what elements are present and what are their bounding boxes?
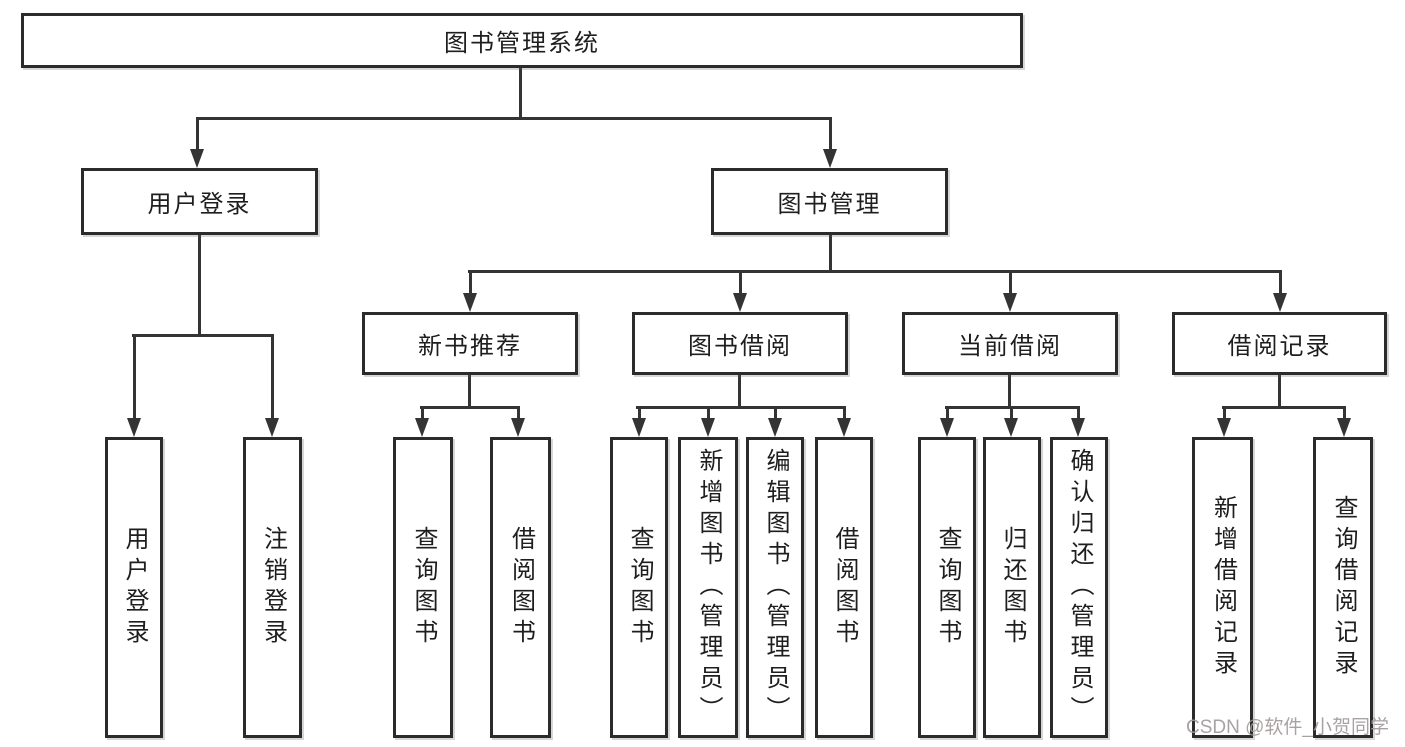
node-current-borrow-label: 当前借阅 — [958, 333, 1062, 360]
arrow-down-icon — [1337, 418, 1351, 437]
edge-to-leaf — [1010, 406, 1013, 420]
edge-to-leaf — [638, 406, 641, 420]
edge-new-book-recommend-stem — [468, 375, 471, 408]
edge-book-management-stem — [829, 235, 832, 272]
node-borrow-records: 借阅记录 — [1172, 312, 1387, 375]
node-root-label: 图书管理系统 — [444, 30, 600, 57]
leaf-user-login: 用户登录 — [105, 437, 163, 738]
arrow-down-icon — [265, 418, 279, 437]
edge-to-leaf — [1343, 406, 1346, 420]
arrow-down-icon — [463, 293, 477, 312]
node-new-book-recommend-label: 新书推荐 — [418, 333, 522, 360]
edge-to-book-management — [829, 117, 832, 149]
arrow-down-icon — [511, 418, 525, 437]
node-current-borrow: 当前借阅 — [902, 312, 1118, 375]
edge-user-login-connector — [132, 334, 273, 337]
arrow-down-icon — [837, 418, 851, 437]
leaf-bb-edit-books-admin-label: 编辑图书（管理员） — [762, 448, 789, 727]
leaf-cb-query-books-label: 查询图书 — [934, 525, 961, 650]
leaf-cb-query-books: 查询图书 — [918, 437, 976, 738]
node-root: 图书管理系统 — [21, 13, 1023, 68]
leaf-bb-edit-books-admin: 编辑图书（管理员） — [746, 437, 804, 738]
edge-br-connector — [1222, 406, 1346, 409]
leaf-bb-query-books: 查询图书 — [610, 437, 668, 738]
leaf-cb-return-books-label: 归还图书 — [999, 525, 1026, 650]
node-book-borrow: 图书借阅 — [632, 312, 848, 375]
leaf-nbr-query-books: 查询图书 — [393, 437, 453, 738]
arrow-down-icon — [1004, 418, 1018, 437]
edge-to-leaf — [707, 406, 710, 420]
leaf-br-query-borrow-record: 查询借阅记录 — [1313, 437, 1373, 738]
edge-to-book-borrow — [739, 270, 742, 294]
leaf-nbr-borrow-books-label: 借阅图书 — [507, 525, 535, 650]
arrow-down-icon — [632, 418, 646, 437]
edge-to-new-book-recommend — [469, 270, 472, 294]
node-book-management: 图书管理 — [711, 168, 948, 235]
leaf-bb-query-books-label: 查询图书 — [626, 525, 653, 650]
edge-to-user-login — [196, 117, 199, 149]
edge-user-login-stem — [198, 235, 201, 335]
leaf-logout-login: 注销登录 — [243, 437, 302, 738]
node-new-book-recommend: 新书推荐 — [362, 312, 578, 375]
edge-to-current-borrow — [1009, 270, 1012, 294]
edge-current-borrow-stem — [1008, 375, 1011, 408]
arrow-down-icon — [823, 149, 837, 168]
node-book-management-label: 图书管理 — [777, 191, 882, 218]
edge-borrow-records-stem — [1278, 375, 1281, 408]
leaf-br-add-borrow-record: 新增借阅记录 — [1192, 437, 1253, 738]
node-user-login: 用户登录 — [81, 168, 318, 235]
edge-level2-connector — [196, 117, 832, 120]
edge-to-leaf — [1077, 406, 1080, 420]
edge-to-borrow-records — [1279, 270, 1282, 294]
edge-to-leaf — [421, 406, 424, 420]
edge-to-leaf — [517, 406, 520, 420]
arrow-down-icon — [1217, 418, 1231, 437]
leaf-nbr-query-books-label: 查询图书 — [410, 525, 437, 650]
arrow-down-icon — [940, 418, 954, 437]
arrow-down-icon — [415, 418, 429, 437]
node-book-borrow-label: 图书借阅 — [688, 333, 792, 360]
arrow-down-icon — [1071, 418, 1085, 437]
arrow-down-icon — [1273, 293, 1287, 312]
edge-to-leaf-user-login — [133, 334, 136, 419]
edge-to-leaf — [946, 406, 949, 420]
edge-level3-connector — [468, 270, 1281, 273]
leaf-bb-borrow-books-label: 借阅图书 — [831, 525, 858, 650]
node-user-login-label: 用户登录 — [147, 191, 252, 218]
arrow-down-icon — [768, 418, 782, 437]
edge-to-leaf — [774, 406, 777, 420]
arrow-down-icon — [1003, 293, 1017, 312]
arrow-down-icon — [733, 293, 747, 312]
edge-book-borrow-stem — [738, 375, 741, 408]
arrow-down-icon — [127, 418, 141, 437]
csdn-watermark: CSDN @软件_小贺同学 — [1186, 717, 1389, 738]
edge-nbr-connector — [420, 406, 520, 409]
leaf-bb-add-books-admin: 新增图书（管理员） — [678, 437, 738, 738]
leaf-bb-borrow-books: 借阅图书 — [815, 437, 873, 738]
edge-to-leaf-logout — [271, 334, 274, 419]
leaf-br-query-borrow-record-label: 查询借阅记录 — [1330, 494, 1357, 681]
leaf-nbr-borrow-books: 借阅图书 — [490, 437, 551, 738]
leaf-bb-add-books-admin-label: 新增图书（管理员） — [695, 448, 722, 727]
node-borrow-records-label: 借阅记录 — [1227, 333, 1332, 360]
leaf-cb-confirm-return-admin: 确认归还（管理员） — [1050, 437, 1108, 738]
edge-to-leaf — [1223, 406, 1226, 420]
edge-root-stem — [519, 68, 522, 118]
leaf-cb-return-books: 归还图书 — [983, 437, 1041, 738]
edge-bb-connector — [636, 406, 846, 409]
leaf-logout-login-label: 注销登录 — [259, 525, 287, 650]
arrow-down-icon — [701, 418, 715, 437]
leaf-user-login-label: 用户登录 — [121, 525, 148, 650]
leaf-br-add-borrow-record-label: 新增借阅记录 — [1209, 494, 1237, 681]
leaf-cb-confirm-return-admin-label: 确认归还（管理员） — [1066, 448, 1093, 727]
arrow-down-icon — [190, 149, 204, 168]
edge-to-leaf — [843, 406, 846, 420]
